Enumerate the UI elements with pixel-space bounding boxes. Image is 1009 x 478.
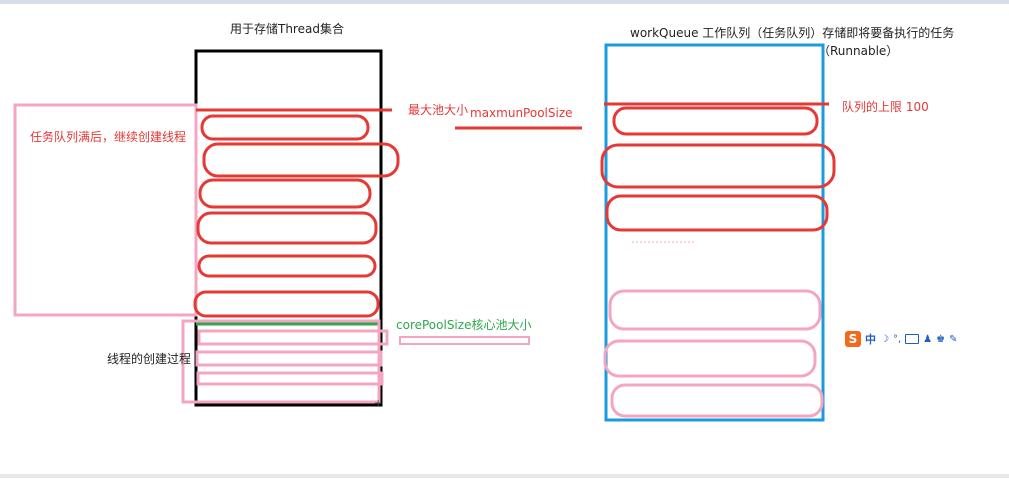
creation-process-label: 线程的创建过程 <box>107 352 192 366</box>
task-ellipse <box>600 143 836 189</box>
user-icon[interactable]: ♟ <box>923 333 933 345</box>
core-thread-slot <box>196 371 384 386</box>
max-pool-param: maxmunPoolSize <box>470 106 573 120</box>
keyboard-icon[interactable] <box>905 334 920 344</box>
punctuation-icon[interactable]: °, <box>892 333 902 345</box>
thread-ellipse <box>196 211 378 245</box>
sogou-logo-icon[interactable]: S <box>845 331 861 347</box>
queue-limit-label: 队列的上限 100 <box>842 100 929 114</box>
task-ellipse <box>610 383 824 418</box>
core-thread-slot <box>197 329 389 346</box>
task-ellipse <box>608 289 822 331</box>
tools-wrench-icon[interactable]: ✎ <box>949 333 958 345</box>
skin-shirt-icon[interactable]: ♚ <box>936 333 946 345</box>
half-width-moon-icon[interactable]: ☽ <box>880 333 889 345</box>
thread-ellipse <box>198 178 372 209</box>
work-queue-subtitle: （Runnable） <box>818 44 899 58</box>
queue-full-note-box <box>13 103 198 317</box>
work-queue-title: workQueue 工作队列（任务队列）存储即将要备执行的任务 <box>630 26 955 40</box>
thread-ellipse <box>193 290 380 318</box>
task-ellipse <box>612 106 819 136</box>
task-ellipse <box>603 339 817 378</box>
core-pool-param-bar <box>399 336 530 345</box>
core-pool-outline <box>181 319 381 404</box>
max-pool-label: 最大池大小 <box>408 103 469 117</box>
core-thread-slot <box>195 350 383 367</box>
chinese-mode-toggle[interactable]: 中 <box>865 333 876 346</box>
thread-ellipse <box>197 254 377 278</box>
window-bottom-strip <box>0 474 1009 478</box>
task-ellipse <box>605 194 829 232</box>
thread-ellipse <box>202 142 400 178</box>
thread-set-title: 用于存储Thread集合 <box>230 22 344 36</box>
core-pool-label: corePoolSize核心池大小 <box>396 318 532 332</box>
thread-ellipse <box>200 114 370 141</box>
queue-full-note: 任务队列满后，继续创建线程 <box>30 130 187 144</box>
ime-toolbar[interactable]: S 中 ☽ °, ♟ ♚ ✎ <box>845 330 977 348</box>
work-queue-container <box>604 43 825 422</box>
cursor-mark: + <box>374 398 382 409</box>
window-top-strip <box>0 0 1009 4</box>
